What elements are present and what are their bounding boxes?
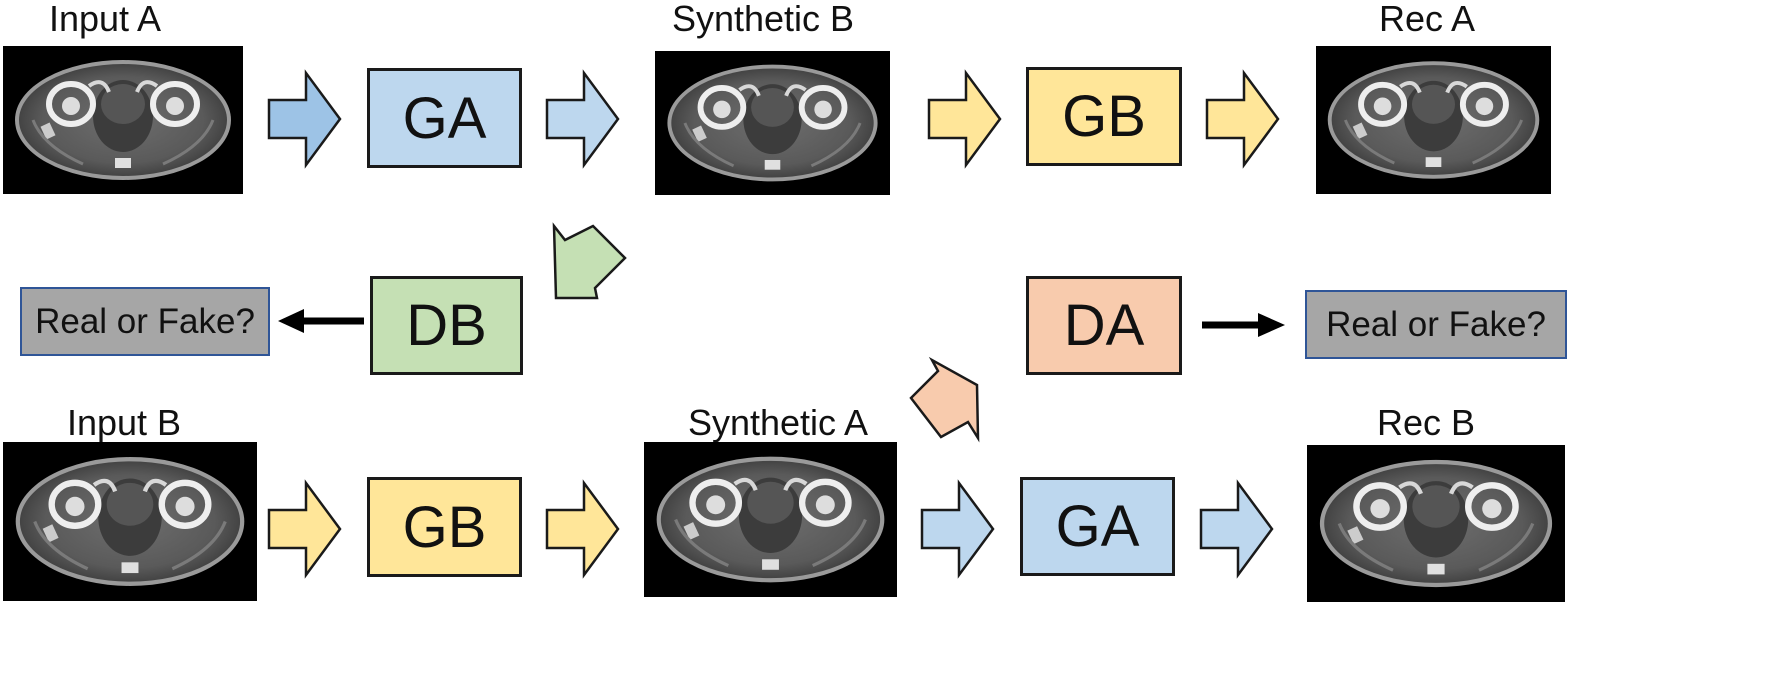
label-rec-b: Rec B bbox=[1376, 402, 1476, 443]
arrow-gb-to-rec-a bbox=[1205, 69, 1280, 169]
generator-ga-bottom-label: GA bbox=[1055, 494, 1140, 559]
generator-ga-top: GA bbox=[367, 68, 522, 168]
label-input-b: Input B bbox=[66, 402, 182, 443]
arrow-db-to-real-or-fake bbox=[278, 309, 364, 333]
arrow-da-to-real-or-fake bbox=[1202, 313, 1285, 337]
ct-image-rec-a bbox=[1316, 46, 1551, 194]
real-or-fake-box-right: Real or Fake? bbox=[1305, 290, 1567, 359]
real-or-fake-box-left: Real or Fake? bbox=[20, 287, 270, 356]
real-or-fake-label-left: Real or Fake? bbox=[35, 301, 255, 341]
arrow-ga-to-rec-b bbox=[1199, 479, 1274, 579]
discriminator-db: DB bbox=[370, 276, 523, 375]
ct-image-synthetic-b bbox=[655, 51, 890, 195]
arrow-synthetic-a-to-ga bbox=[920, 479, 995, 579]
arrow-synthetic-b-to-db bbox=[552, 222, 627, 300]
ct-image-input-b bbox=[3, 442, 257, 601]
arrow-synthetic-b-to-gb bbox=[927, 69, 1002, 169]
arrow-synthetic-a-to-da bbox=[909, 356, 980, 443]
discriminator-da-label: DA bbox=[1063, 293, 1145, 358]
arrow-ga-to-synthetic-b bbox=[545, 69, 620, 169]
discriminator-db-label: DB bbox=[406, 293, 487, 358]
label-synthetic-b: Synthetic B bbox=[671, 0, 855, 39]
real-or-fake-label-right: Real or Fake? bbox=[1326, 304, 1546, 344]
label-rec-a: Rec A bbox=[1378, 0, 1476, 39]
ct-image-input-a bbox=[3, 46, 243, 194]
discriminator-da: DA bbox=[1026, 276, 1182, 375]
generator-ga-top-label: GA bbox=[402, 85, 487, 151]
generator-gb-top: GB bbox=[1026, 67, 1182, 166]
generator-gb-bottom-label: GB bbox=[402, 494, 487, 560]
generator-gb-top-label: GB bbox=[1062, 84, 1146, 149]
arrow-input-b-to-gb bbox=[267, 479, 342, 579]
arrow-gb-to-synthetic-a bbox=[545, 479, 620, 579]
ct-image-synthetic-a bbox=[644, 442, 897, 597]
label-synthetic-a: Synthetic A bbox=[687, 402, 869, 443]
label-input-a: Input A bbox=[48, 0, 162, 39]
generator-ga-bottom: GA bbox=[1020, 477, 1175, 576]
ct-image-rec-b bbox=[1307, 445, 1565, 602]
arrow-input-a-to-ga bbox=[267, 69, 342, 169]
generator-gb-bottom: GB bbox=[367, 477, 522, 577]
